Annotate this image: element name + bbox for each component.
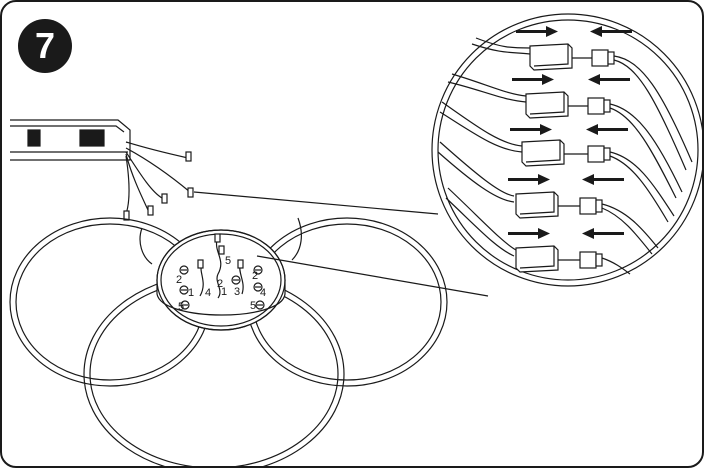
label-center-2: 2 [217, 278, 223, 290]
arrow-left-icon [586, 124, 628, 135]
arrow-left-icon [582, 174, 624, 185]
label-right-4: 4 [260, 287, 266, 299]
connector-socket-icon [587, 97, 611, 115]
driver-wires [123, 141, 194, 221]
detail-cables-right [601, 55, 693, 275]
connector-plug-icon [525, 91, 569, 119]
connector-sockets [579, 49, 615, 269]
connector-socket-icon [579, 251, 603, 269]
connector-detail-magnifier [431, 13, 702, 287]
detail-cables-left [437, 37, 531, 257]
connector-socket-icon [591, 49, 615, 67]
connector-plug-icon [521, 139, 565, 167]
label-center-4: 4 [205, 287, 211, 299]
label-left-2: 2 [176, 274, 182, 286]
arrow-right-icon [516, 26, 558, 37]
push-arrows [508, 26, 632, 239]
step-number-badge: 7 [18, 19, 72, 73]
arrow-left-icon [590, 26, 632, 37]
label-center-1: 1 [221, 286, 227, 298]
connector-plugs [515, 43, 573, 273]
connector-socket-icon [587, 145, 611, 163]
arrow-right-icon [508, 228, 550, 239]
leader-line-top [193, 191, 439, 215]
terminal-screws [179, 265, 265, 310]
arrow-right-icon [508, 174, 550, 185]
label-center-3: 3 [234, 286, 240, 298]
connector-plug-icon [529, 43, 573, 71]
connector-socket-icon [579, 197, 603, 215]
label-left-1: 1 [188, 287, 194, 299]
label-left-5: 5 [178, 301, 184, 313]
leader-line-bottom [256, 255, 489, 297]
arrow-right-icon [510, 124, 552, 135]
driver-vent-left [27, 129, 41, 147]
label-center-5: 5 [225, 255, 231, 267]
arrow-left-icon [588, 74, 630, 85]
driver-vent-right [79, 129, 105, 147]
label-right-2: 2 [252, 270, 258, 282]
connector-plug-icon [515, 191, 559, 219]
arrow-left-icon [582, 228, 624, 239]
terminal-labels: 2 1 5 5 2 4 1 3 2 4 5 [176, 255, 266, 313]
led-driver-housing [10, 119, 131, 161]
arrow-right-icon [512, 74, 554, 85]
label-right-5: 5 [250, 300, 256, 312]
connector-plug-icon [515, 245, 559, 273]
